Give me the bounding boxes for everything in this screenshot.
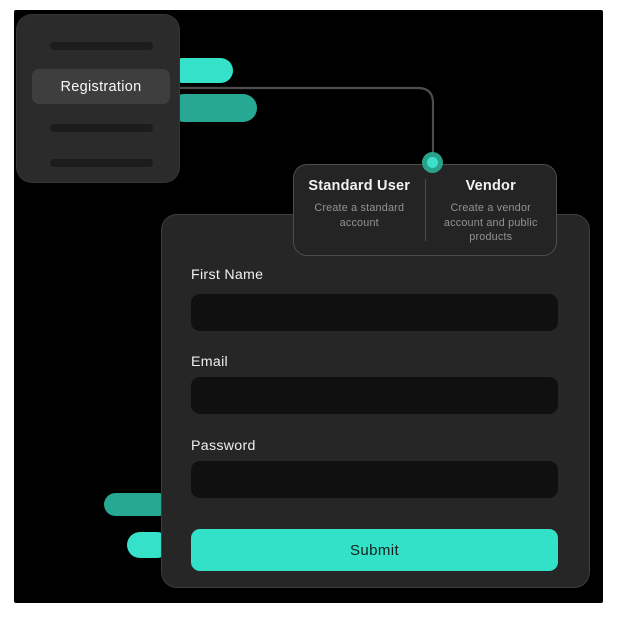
account-option-standard-user[interactable]: Standard User Create a standard account (294, 165, 425, 255)
menu-placeholder-bar (50, 124, 153, 132)
card-divider (424, 179, 426, 241)
first-name-input[interactable] (191, 294, 558, 331)
vendor-description: Create a vendor account and public produ… (443, 202, 538, 243)
standard-user-title: Standard User (308, 178, 411, 194)
standard-user-description: Create a standard account (314, 202, 405, 229)
menu-panel: Registration (16, 14, 180, 183)
first-name-label: First Name (191, 267, 264, 283)
connector-dot-inner (427, 157, 438, 168)
menu-placeholder-bar (50, 159, 153, 167)
registration-form-panel: First Name Email Password Submit (161, 214, 590, 588)
account-type-card: Standard User Create a standard account … (293, 164, 557, 256)
accent-pill-top-dark (170, 94, 257, 122)
submit-button[interactable]: Submit (191, 529, 558, 571)
password-input[interactable] (191, 461, 558, 498)
accent-pill-top-bright (170, 58, 233, 83)
menu-placeholder-bar (50, 42, 153, 50)
menu-item-registration[interactable]: Registration (32, 69, 170, 104)
email-input[interactable] (191, 377, 558, 414)
connector-dot-icon (422, 152, 443, 173)
email-label: Email (191, 354, 228, 370)
password-label: Password (191, 438, 256, 454)
vendor-title: Vendor (465, 178, 516, 194)
account-option-vendor[interactable]: Vendor Create a vendor account and publi… (426, 165, 557, 255)
accent-pill-bottom-dark (104, 493, 170, 516)
